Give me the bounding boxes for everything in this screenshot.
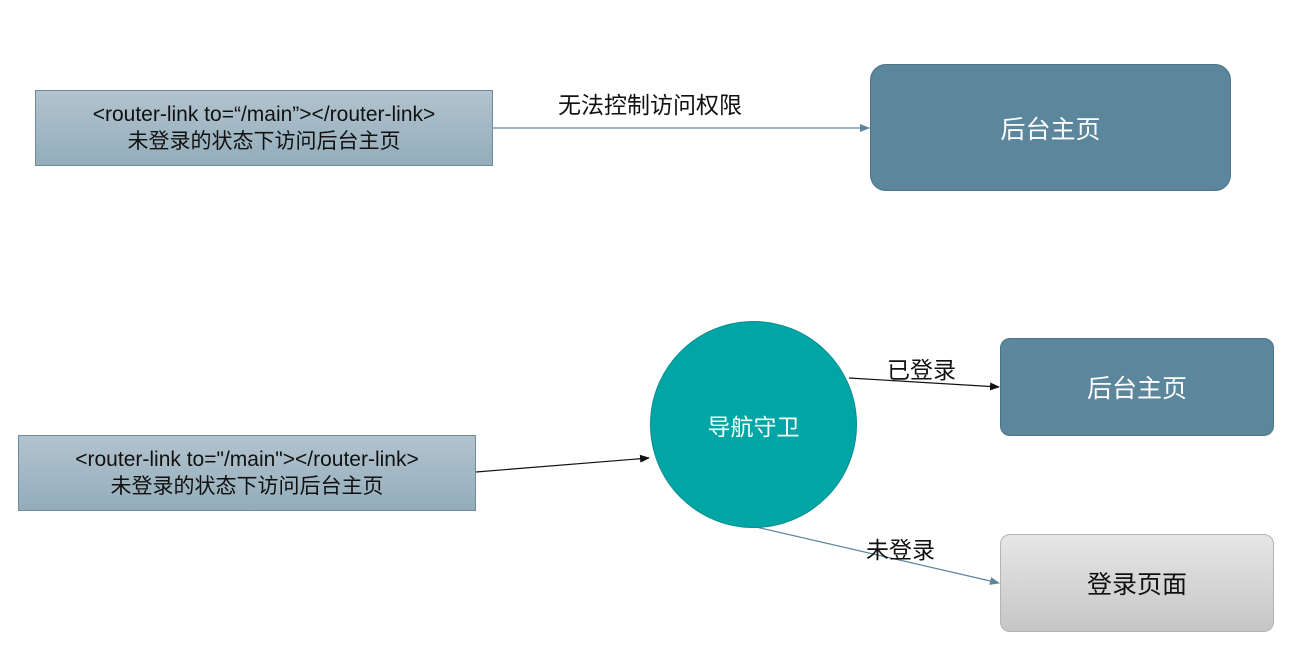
not-logged-in-label: 未登录 bbox=[866, 538, 935, 564]
bottom-source-box: <router-link to="/main"></router-link> 未… bbox=[18, 435, 476, 511]
arrow-guard-to-login bbox=[755, 526, 1000, 585]
top-source-desc: 未登录的状态下访问后台主页 bbox=[127, 129, 401, 153]
bottom-source-desc: 未登录的状态下访问后台主页 bbox=[110, 474, 384, 498]
top-target-main-page: 后台主页 bbox=[870, 64, 1231, 191]
top-source-code: <router-link to=“/main”></router-link> bbox=[92, 102, 436, 126]
bottom-target-main-page: 后台主页 bbox=[1000, 338, 1274, 436]
top-edge-label: 无法控制访问权限 bbox=[558, 93, 742, 119]
navigation-guard-circle: 导航守卫 bbox=[650, 321, 857, 528]
arrow-source-to-guard bbox=[475, 454, 650, 473]
logged-in-label: 已登录 bbox=[887, 358, 956, 384]
arrow-guard-to-main bbox=[848, 377, 1000, 391]
top-source-box: <router-link to=“/main”></router-link> 未… bbox=[35, 90, 493, 166]
bottom-source-code: <router-link to="/main"></router-link> bbox=[75, 447, 419, 471]
login-page-box: 登录页面 bbox=[1000, 534, 1274, 632]
